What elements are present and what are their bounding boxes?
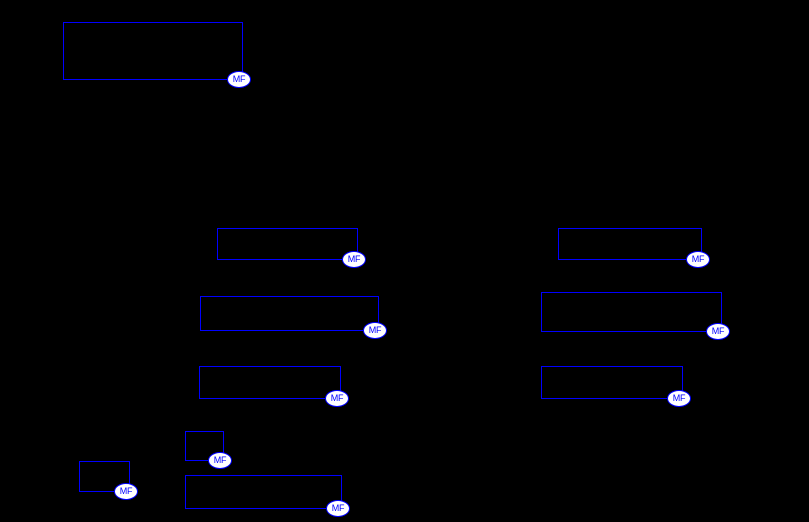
mf-badge-icon[interactable]: MF	[114, 483, 138, 500]
mf-badge-icon[interactable]: MF	[706, 323, 730, 340]
region-box[interactable]	[541, 292, 722, 332]
region-box[interactable]	[185, 475, 342, 509]
region-box[interactable]	[217, 228, 358, 260]
region-box[interactable]	[200, 296, 379, 331]
mf-badge-icon[interactable]: MF	[342, 251, 366, 268]
mf-badge-icon[interactable]: MF	[667, 390, 691, 407]
region-box[interactable]	[541, 366, 683, 399]
mf-badge-icon[interactable]: MF	[363, 322, 387, 339]
region-box[interactable]	[199, 366, 341, 399]
mf-badge-icon[interactable]: MF	[326, 500, 350, 517]
region-box[interactable]	[63, 22, 243, 80]
mf-badge-icon[interactable]: MF	[227, 71, 251, 88]
region-box[interactable]	[185, 431, 224, 461]
mf-badge-icon[interactable]: MF	[208, 452, 232, 469]
region-box[interactable]	[558, 228, 702, 260]
region-box[interactable]	[79, 461, 130, 492]
mf-badge-icon[interactable]: MF	[325, 390, 349, 407]
mf-badge-icon[interactable]: MF	[686, 251, 710, 268]
